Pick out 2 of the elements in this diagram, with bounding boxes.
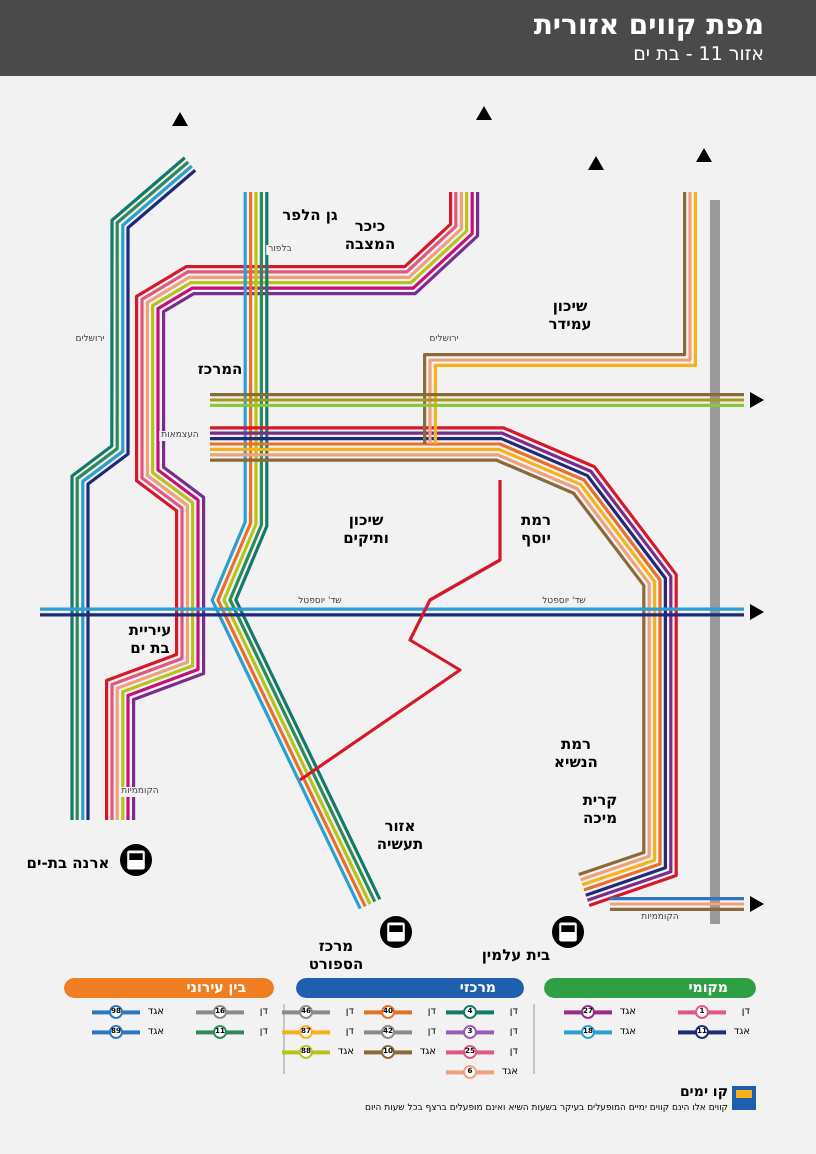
subtitle: אזור 11 - בת ים [633,44,764,66]
title: מפת קווים אזורית [533,10,764,42]
